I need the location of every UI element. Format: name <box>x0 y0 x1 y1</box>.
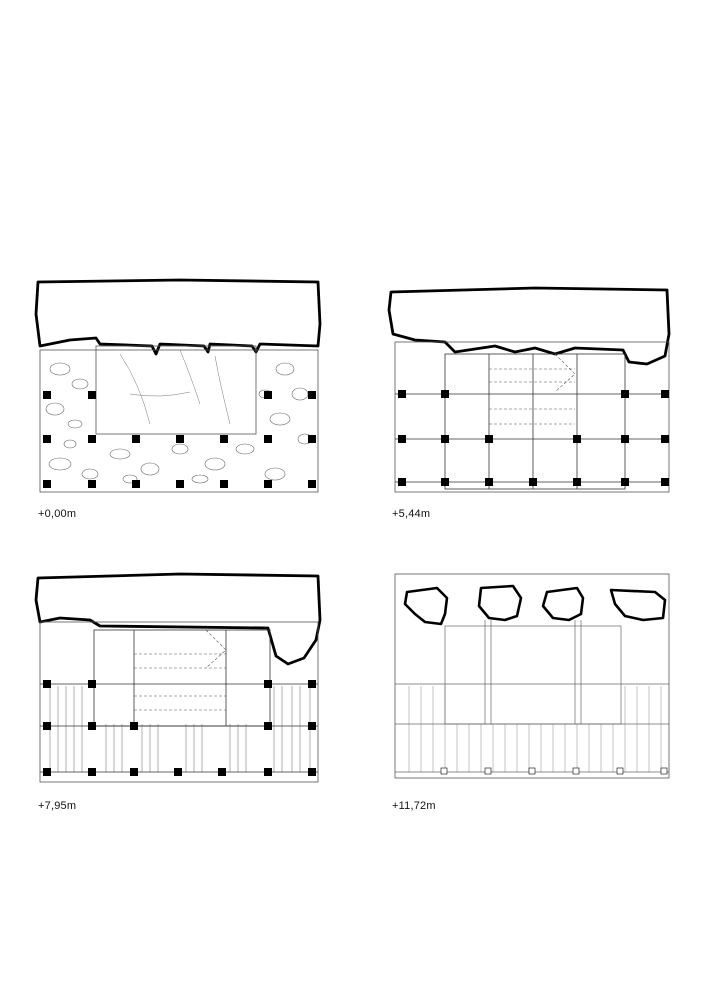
terrain-boundary <box>394 573 670 779</box>
level-label: +5,44m <box>392 508 431 520</box>
rock-masses <box>403 584 667 626</box>
terrain-boundary <box>394 341 670 493</box>
plan-drawing-level-795 <box>34 572 322 783</box>
rock-face <box>95 345 257 435</box>
column-grid <box>440 767 668 775</box>
level-label: +0,00m <box>38 508 77 520</box>
column-grid <box>398 390 669 486</box>
floor-plan-level-795 <box>30 564 330 789</box>
slab-grid <box>395 353 669 490</box>
rock-mass-outline <box>34 572 322 666</box>
column-grid <box>43 680 316 776</box>
floor-plan-level-544 <box>385 274 685 499</box>
floor-decking <box>49 686 311 772</box>
column-grid <box>43 391 316 488</box>
rubble-stones <box>45 362 313 484</box>
level-label: +7,95m <box>38 800 77 812</box>
stair <box>134 629 227 711</box>
terrain-boundary <box>39 349 319 493</box>
level-label: +11,72m <box>392 800 436 812</box>
terrain-boundary <box>39 621 319 783</box>
stair <box>489 353 576 425</box>
floor-decking <box>408 686 662 772</box>
rock-mass-outline <box>34 278 322 356</box>
slab-grid <box>395 620 669 773</box>
floor-plan-level-0 <box>30 274 330 499</box>
plan-drawing-level-544 <box>387 286 671 493</box>
floor-plan-level-1172 <box>385 564 685 789</box>
rock-mass-outline <box>387 286 671 366</box>
plan-drawing-level-1172 <box>394 573 670 779</box>
plan-drawing-level-0 <box>34 278 322 493</box>
